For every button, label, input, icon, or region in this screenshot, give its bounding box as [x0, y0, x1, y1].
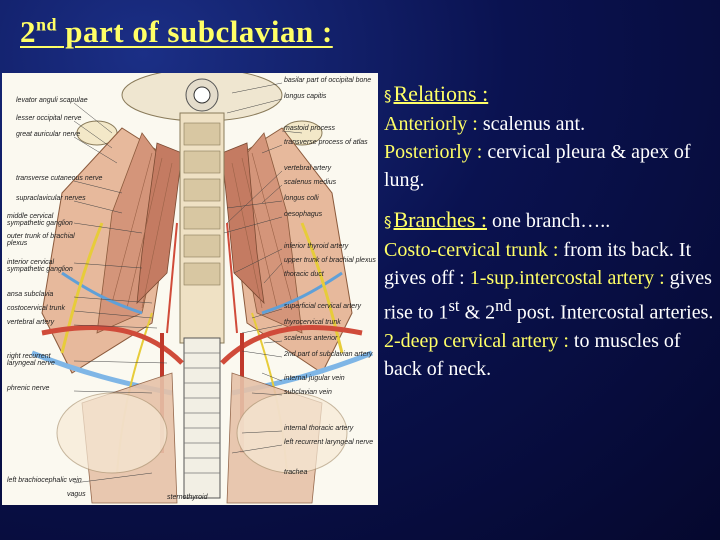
figure-label: basilar part of occipital bone — [284, 77, 372, 84]
branches-heading: §Branches : one branch….. — [384, 206, 718, 236]
sup-intercostal-text: gives rise to 1 — [384, 267, 712, 324]
figure-label: transverse cutaneous nerve — [16, 175, 103, 182]
figure-label: vertebral artery — [284, 165, 332, 172]
deep-cervical-label: 2-deep cervical artery : — [384, 329, 569, 352]
posterior-text: cervical pleura & apex of lung. — [384, 141, 691, 191]
figure-label: great auricular nerve — [16, 131, 81, 138]
anatomy-illustration — [31, 73, 373, 504]
figure-label: thyrocervical trunk — [284, 319, 341, 326]
figure-label: superficial cervical artery — [284, 303, 362, 310]
figure-label: subclavian vein — [284, 389, 332, 396]
branches-paragraph: Costo-cervical trunk : from its back. It… — [384, 236, 718, 383]
slide-title: 2nd part of subclavian : — [20, 14, 333, 50]
figure-label: scalenus anterior — [284, 335, 338, 342]
figure-label: middle cervical sympathetic ganglion — [7, 213, 73, 227]
figure-label: internal thoracic artery — [284, 425, 354, 432]
figure-label: levator anguli scapulae — [16, 97, 88, 104]
figure-label: scalenus medius — [284, 179, 337, 186]
branches-heading-text: Branches : — [393, 207, 487, 232]
figure-label: inferior thyroid artery — [284, 243, 349, 250]
figure-label: phrenic nerve — [7, 385, 50, 392]
ordinal-sup: nd — [495, 296, 512, 315]
figure-label: upper trunk of brachial plexus — [284, 257, 376, 264]
figure-label: vertebral artery — [7, 319, 55, 326]
deep-cervical-text: to muscles of back of neck. — [384, 329, 681, 380]
relations-heading-text: Relations : — [393, 81, 489, 106]
figure-label: right recurrent laryngeal nerve — [7, 353, 55, 367]
figure-label: left brachiocephalic vein — [7, 477, 82, 484]
figure-label: sternothyroid — [167, 494, 208, 501]
anterior-text: scalenus ant. — [477, 113, 586, 135]
bullet-icon: § — [384, 213, 392, 231]
sup-intercostal-text: post. Intercostal arteries. — [511, 301, 714, 324]
figure-label: transverse process of atlas — [284, 139, 368, 146]
figure-label: left recurrent laryngeal nerve — [284, 439, 374, 446]
costo-cervical-label: Costo-cervical trunk : — [384, 239, 559, 261]
figure-label: vagus — [67, 491, 86, 498]
figure-label: costocervical trunk — [7, 305, 65, 312]
figure-label: 2nd part of subclavian artery — [284, 351, 373, 358]
figure-label: interior cervical sympathetic ganglion — [7, 259, 73, 273]
figure-label: mastoid process — [284, 125, 335, 132]
figure-label: longus capitis — [284, 93, 327, 100]
bullet-icon: § — [384, 87, 392, 105]
relations-paragraph: Anteriorly : scalenus ant.Posteriorly : … — [384, 110, 718, 194]
figure-label: longus colli — [284, 195, 319, 202]
title-superscript: nd — [36, 14, 58, 35]
figure-label: supraclavicular nerves — [16, 195, 86, 202]
figure-label: oesophagus — [284, 211, 323, 218]
figure-label: thoracic duct — [284, 271, 324, 278]
figure-label: trachea — [284, 469, 308, 476]
figure-label: internal jugular vein — [284, 375, 345, 382]
costo-cervical-text: from its back. It gives off : — [384, 239, 692, 289]
title-text: part of subclavian : — [57, 14, 333, 49]
figure-label: outer trunk of brachial plexus — [7, 233, 75, 247]
ordinal-sup: st — [448, 296, 460, 315]
relations-heading: §Relations : — [384, 80, 718, 110]
figure-label: ansa subclavia — [7, 291, 54, 298]
title-number: 2 — [20, 14, 36, 49]
branches-text: one branch….. — [486, 210, 611, 232]
sup-intercostal-text: & 2 — [459, 301, 496, 324]
content-panel: §Relations : Anteriorly : scalenus ant.P… — [384, 80, 718, 383]
figure-label: lesser occipital nerve — [16, 115, 82, 122]
anatomy-figure: levator anguli scapulae lesser occipital… — [2, 73, 378, 505]
sup-intercostal-label: 1-sup.intercostal artery : — [469, 267, 665, 289]
posterior-label: Posteriorly : — [384, 141, 483, 163]
anterior-label: Anteriorly : — [384, 113, 478, 135]
